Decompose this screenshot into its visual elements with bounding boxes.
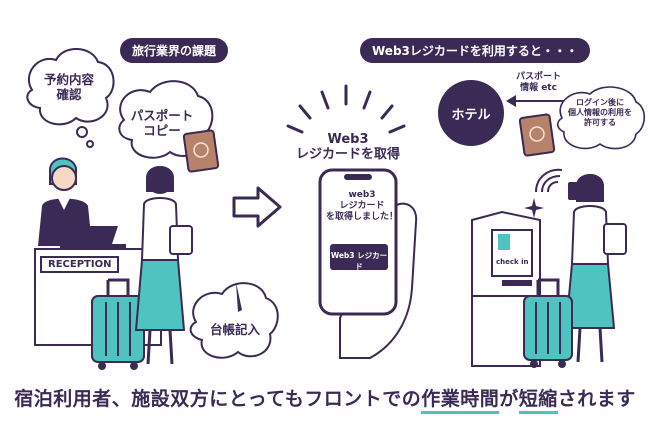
- caption-highlight-shorten: 短縮: [518, 388, 558, 414]
- guest-woman-left: [134, 166, 193, 365]
- thought-bubble-ledger: [189, 282, 279, 359]
- caption-part2: が: [499, 388, 519, 410]
- bubble-passport-text: パスポートコピー: [130, 108, 194, 138]
- caption-part1: 宿泊利用者、施設双方にとってもフロントでの: [14, 388, 422, 410]
- laptop-icon: [60, 226, 126, 248]
- next-arrow-icon: [232, 186, 282, 228]
- sparkle-icon: [524, 198, 544, 218]
- challenges-title: 旅行業界の課題: [120, 38, 229, 63]
- bubble-confirm-text: 予約内容確認: [43, 72, 94, 102]
- thought-bubble-confirm: [26, 48, 115, 148]
- passport-icon-right: [518, 113, 556, 157]
- web3-title: Web3レジカードを利用すると・・・: [360, 38, 590, 63]
- burst-lines: [286, 84, 406, 134]
- passport-icon: [182, 129, 220, 173]
- kiosk-label[interactable]: check in: [496, 258, 529, 266]
- data-flow-arrow-icon: [506, 95, 572, 107]
- reception-sign: RECEPTION: [40, 256, 120, 273]
- phone-web3-button[interactable]: Web3 レジカード: [330, 251, 388, 271]
- summary-caption: 宿泊利用者、施設双方にとってもフロントでの作業時間が短縮されます: [0, 384, 650, 414]
- bubble-ledger-text: 台帳記入: [209, 322, 260, 337]
- suitcase-left: [91, 278, 145, 370]
- passport-info-text: パスポート情報 etc: [516, 72, 562, 93]
- nfc-signal-icon: [535, 168, 563, 193]
- caption-part3: されます: [557, 388, 636, 410]
- phone-hand-illustration: [318, 168, 418, 359]
- permission-bubble: [556, 86, 646, 150]
- permission-note-text: ログイン後に個人情報の利用を許可する: [568, 98, 632, 127]
- caption-highlight-worktime: 作業時間: [421, 388, 500, 414]
- hotel-badge: ホテル: [438, 80, 504, 146]
- suitcase-right: [523, 278, 573, 368]
- guest-woman-right: [564, 174, 627, 363]
